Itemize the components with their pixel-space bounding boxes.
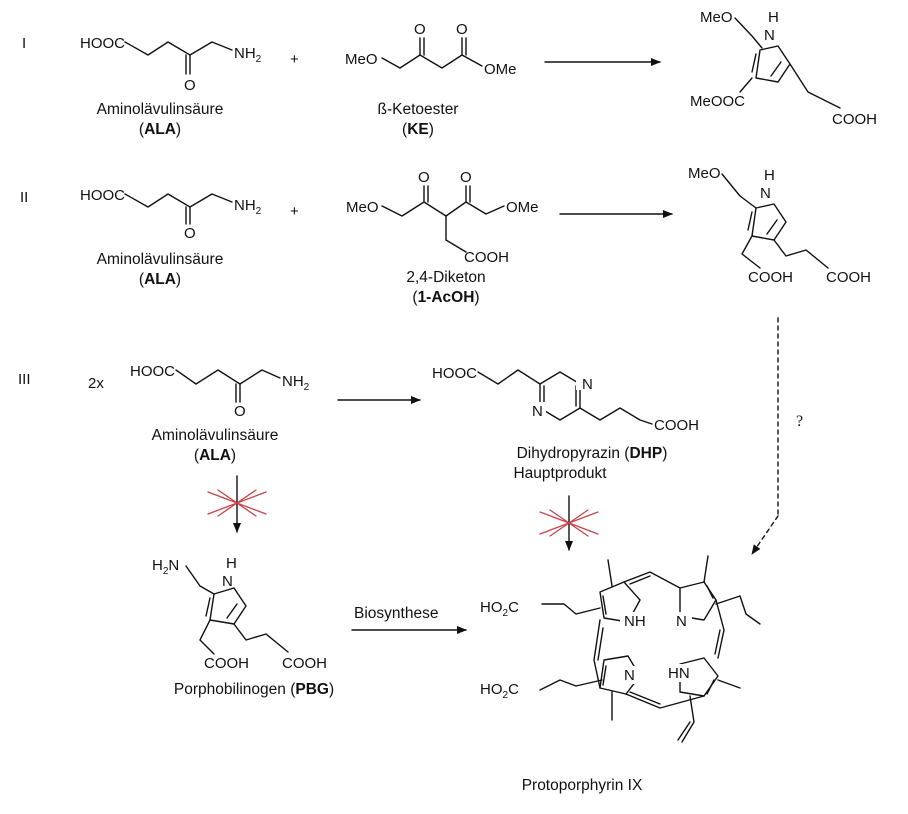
row-3: III 2x HOOC O NH2 Aminolävulinsäure (ALA…	[18, 317, 803, 555]
svg-text:COOH: COOH	[464, 249, 509, 266]
svg-text:O: O	[184, 225, 196, 242]
svg-text:HOOC: HOOC	[130, 363, 175, 380]
svg-text:N: N	[624, 667, 635, 684]
dhp-name: Dihydropyrazin (DHP)	[517, 445, 668, 462]
ketoester-structure: MeO O O OMe	[345, 21, 517, 78]
row-2: II HOOC O NH2 Aminolävulinsäure (ALA) + …	[20, 165, 871, 306]
svg-text:O: O	[184, 77, 196, 94]
svg-text:N: N	[764, 27, 775, 44]
svg-text:NH: NH	[624, 613, 646, 630]
svg-text:HN: HN	[668, 665, 690, 682]
protoporphyrin-structure: NH N N HN HO2C HO2C	[480, 555, 761, 743]
ala-name-3: Aminolävulinsäure	[152, 427, 279, 444]
ala-name-1: Aminolävulinsäure	[97, 101, 224, 118]
svg-text:MeO: MeO	[700, 9, 733, 26]
svg-text:COOH: COOH	[654, 417, 699, 434]
porphobilinogen-structure: H2N H N COOH COOH	[152, 555, 327, 672]
svg-text:COOH: COOH	[748, 269, 793, 286]
svg-text:NH2: NH2	[234, 197, 262, 217]
svg-text:N: N	[222, 573, 233, 590]
dhp-main-product-label: Hauptprodukt	[513, 465, 607, 482]
ala-abbr-2: (ALA)	[139, 271, 181, 288]
pyrrole-product-2: MeO H N COOH COOH	[688, 165, 871, 286]
biosynthesis-label: Biosynthese	[354, 605, 438, 622]
svg-text:HOOC: HOOC	[80, 35, 125, 52]
svg-text:N: N	[676, 613, 687, 630]
ala-structure-3: HOOC O NH2	[130, 363, 310, 420]
pyrrole-product-1: MeO H N MeOOC COOH	[690, 9, 877, 128]
svg-text:COOH: COOH	[282, 655, 327, 672]
svg-text:MeO: MeO	[346, 199, 379, 216]
svg-text:H: H	[226, 555, 237, 572]
svg-text:N: N	[760, 185, 771, 202]
svg-text:NH2: NH2	[282, 373, 310, 393]
svg-text:COOH: COOH	[832, 111, 877, 128]
svg-text:N: N	[582, 376, 593, 393]
svg-text:H: H	[768, 9, 779, 26]
question-mark: ?	[796, 413, 803, 430]
svg-text:OMe: OMe	[506, 199, 539, 216]
ala-abbr-3: (ALA)	[194, 447, 236, 464]
svg-text:O: O	[460, 169, 472, 186]
row-label-2: II	[20, 189, 28, 206]
plus-sign-2: +	[290, 203, 299, 220]
ala-structure-2: HOOC O NH2	[80, 187, 262, 242]
svg-text:HOOC: HOOC	[80, 187, 125, 204]
row-1: I HOOC O NH2 Aminolävulinsäure (ALA) + M…	[22, 9, 877, 138]
ala-abbr-1: (ALA)	[139, 121, 181, 138]
ala-structure-1: HOOC O NH2	[80, 35, 262, 94]
svg-text:HO2C: HO2C	[480, 599, 519, 619]
dihydropyrazine-structure: HOOC N N COOH	[432, 365, 699, 434]
dashed-arrow-question	[751, 515, 779, 555]
ketoester-abbr: (KE)	[402, 121, 434, 138]
stoichiometry-2x: 2x	[88, 375, 104, 392]
ala-name-2: Aminolävulinsäure	[97, 251, 224, 268]
svg-text:MeOOC: MeOOC	[690, 93, 745, 110]
svg-text:H: H	[764, 167, 775, 184]
row-label-1: I	[22, 35, 26, 52]
svg-text:COOH: COOH	[204, 655, 249, 672]
blocked-arrow-ala-pbg	[207, 475, 267, 533]
svg-text:NH2: NH2	[234, 45, 262, 65]
svg-text:OMe: OMe	[484, 61, 517, 78]
svg-text:MeO: MeO	[345, 51, 378, 68]
svg-text:O: O	[234, 403, 246, 420]
svg-text:HO2C: HO2C	[480, 681, 519, 701]
diketone-structure: MeO O O OMe COOH	[346, 169, 539, 266]
svg-text:N: N	[532, 403, 543, 420]
svg-text:O: O	[418, 169, 430, 186]
protoporphyrin-name: Protoporphyrin IX	[522, 777, 643, 794]
plus-sign-1: +	[290, 51, 299, 68]
svg-text:O: O	[456, 21, 468, 38]
svg-text:HOOC: HOOC	[432, 365, 477, 382]
svg-text:O: O	[414, 21, 426, 38]
pbg-name: Porphobilinogen (PBG)	[174, 681, 334, 698]
ketoester-name: ß-Ketoester	[378, 101, 459, 118]
row-label-3: III	[18, 371, 31, 388]
diketone-name: 2,4-Diketon	[406, 269, 485, 286]
svg-text:MeO: MeO	[688, 165, 721, 182]
diketone-abbr: (1-AcOH)	[412, 289, 479, 306]
svg-text:COOH: COOH	[826, 269, 871, 286]
svg-text:H2N: H2N	[152, 557, 179, 577]
blocked-arrow-dhp-ppix	[539, 495, 599, 551]
